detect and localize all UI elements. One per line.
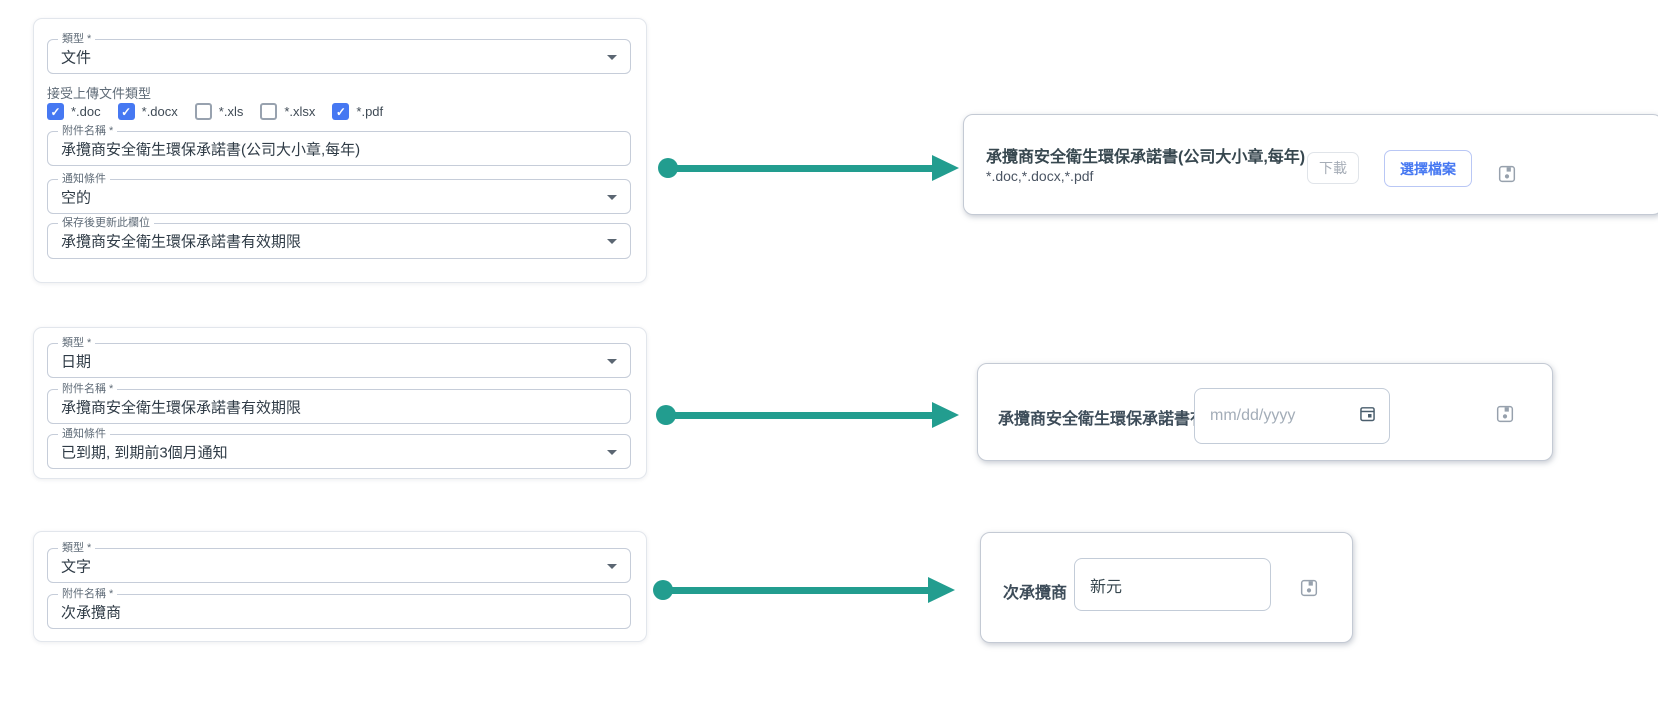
- save-icon: [1498, 165, 1516, 183]
- attachment-name-value: 承攬商安全衛生環保承諾書有效期限: [61, 399, 302, 416]
- file-accepted-types: *.doc,*.docx,*.pdf: [986, 168, 1094, 184]
- checkbox-item-xlsx[interactable]: *.xlsx: [260, 103, 315, 120]
- type-select-label: 類型 *: [58, 542, 96, 555]
- type-select-label: 類型 *: [58, 337, 96, 350]
- checkbox-item-doc[interactable]: ✓ *.doc: [47, 103, 101, 120]
- chevron-down-icon: [607, 358, 617, 364]
- save-button[interactable]: [1496, 163, 1518, 185]
- save-icon: [1300, 579, 1318, 597]
- checkbox-checked-icon[interactable]: ✓: [332, 103, 350, 120]
- notify-condition-value: 已到期, 到期前3個月通知: [61, 444, 228, 461]
- preview-panel-date: 承攬商安全衛生環保承諾書有效期限: [977, 363, 1553, 461]
- calendar-button[interactable]: [1357, 403, 1378, 429]
- upload-types-label: 接受上傳文件類型: [47, 86, 152, 101]
- save-icon: [1496, 405, 1514, 423]
- notify-condition-value: 空的: [61, 189, 92, 206]
- type-select[interactable]: 類型 * 文件: [47, 33, 631, 74]
- date-field-label: 承攬商安全衛生環保承諾書有效期限: [998, 411, 1255, 428]
- checkbox-item-docx[interactable]: ✓ *.docx: [117, 103, 178, 120]
- save-button[interactable]: [1494, 403, 1516, 425]
- text-input-wrapper: [1074, 558, 1271, 611]
- checkbox-unchecked-icon[interactable]: [260, 103, 278, 120]
- checkbox-label: *.xlsx: [284, 104, 316, 119]
- notify-condition-label: 通知條件: [58, 428, 110, 441]
- attachment-name-input[interactable]: 附件名稱 * 承攬商安全衛生環保承諾書有效期限: [47, 383, 631, 424]
- checkbox-label: *.xls: [218, 104, 244, 119]
- attachment-name-label: 附件名稱 *: [58, 125, 118, 138]
- checkbox-checked-icon[interactable]: ✓: [47, 103, 64, 120]
- checkbox-item-xls[interactable]: *.xls: [194, 103, 244, 120]
- checkbox-label: *.pdf: [356, 104, 384, 119]
- config-card-file: 類型 * 文件 接受上傳文件類型 ✓ *.doc ✓ *.docx *.xls …: [33, 18, 647, 283]
- calendar-icon: [1360, 407, 1375, 422]
- chevron-down-icon: [607, 239, 617, 244]
- chevron-down-icon: [607, 563, 617, 569]
- text-field-label: 次承攬商: [1003, 585, 1068, 602]
- date-input-wrapper: [1194, 388, 1390, 444]
- type-select[interactable]: 類型 * 日期: [47, 337, 631, 378]
- update-field-value: 承攬商安全衛生環保承諾書有效期限: [61, 233, 302, 251]
- attachment-name-input[interactable]: 附件名稱 * 次承攬商: [47, 588, 631, 629]
- subcontractor-input[interactable]: [1075, 559, 1270, 610]
- update-field-label: 保存後更新此欄位: [58, 217, 154, 230]
- config-card-text: 類型 * 文字 附件名稱 * 次承攬商: [33, 531, 647, 642]
- notify-condition-label: 通知條件: [58, 173, 110, 186]
- type-select-label: 類型 *: [58, 33, 96, 46]
- attachment-name-value: 次承攬商: [61, 604, 122, 621]
- config-card-date: 類型 * 日期 附件名稱 * 承攬商安全衛生環保承諾書有效期限 通知條件 已到期…: [33, 327, 647, 479]
- checkbox-checked-icon[interactable]: ✓: [117, 103, 135, 120]
- preview-panel-text: 次承攬商: [980, 532, 1353, 643]
- attachment-name-value: 承攬商安全衛生環保承諾書(公司大小章,每年): [61, 141, 361, 158]
- notify-condition-select[interactable]: 通知條件 已到期, 到期前3個月通知: [47, 428, 631, 469]
- checkbox-label: *.docx: [141, 104, 178, 119]
- save-button[interactable]: [1298, 577, 1320, 599]
- checkbox-label: *.doc: [71, 104, 101, 119]
- preview-panel-file: 承攬商安全衛生環保承諾書(公司大小章,每年) *.doc,*.docx,*.pd…: [963, 114, 1658, 215]
- chevron-down-icon: [607, 449, 617, 455]
- type-select-value: 日期: [61, 353, 92, 370]
- type-select[interactable]: 類型 * 文字: [47, 542, 631, 583]
- type-select-value: 文字: [61, 558, 92, 575]
- update-field-select[interactable]: 保存後更新此欄位 承攬商安全衛生環保承諾書有效期限: [47, 217, 631, 259]
- chevron-down-icon: [607, 194, 617, 200]
- type-select-value: 文件: [61, 49, 92, 66]
- attachment-name-label: 附件名稱 *: [58, 383, 118, 396]
- chevron-down-icon: [607, 54, 617, 60]
- upload-types-row: ✓ *.doc ✓ *.docx *.xls *.xlsx ✓ *.pdf: [47, 103, 400, 120]
- attachment-name-input[interactable]: 附件名稱 * 承攬商安全衛生環保承諾書(公司大小章,每年): [47, 125, 631, 166]
- date-input[interactable]: [1195, 389, 1389, 443]
- attachment-name-label: 附件名稱 *: [58, 588, 118, 601]
- download-button[interactable]: 下載: [1307, 152, 1359, 184]
- choose-file-button[interactable]: 選擇檔案: [1384, 150, 1472, 187]
- file-title: 承攬商安全衛生環保承諾書(公司大小章,每年): [986, 149, 1306, 166]
- checkbox-item-pdf[interactable]: ✓ *.pdf: [332, 103, 383, 120]
- checkbox-unchecked-icon[interactable]: [194, 103, 212, 120]
- notify-condition-select[interactable]: 通知條件 空的: [47, 173, 631, 214]
